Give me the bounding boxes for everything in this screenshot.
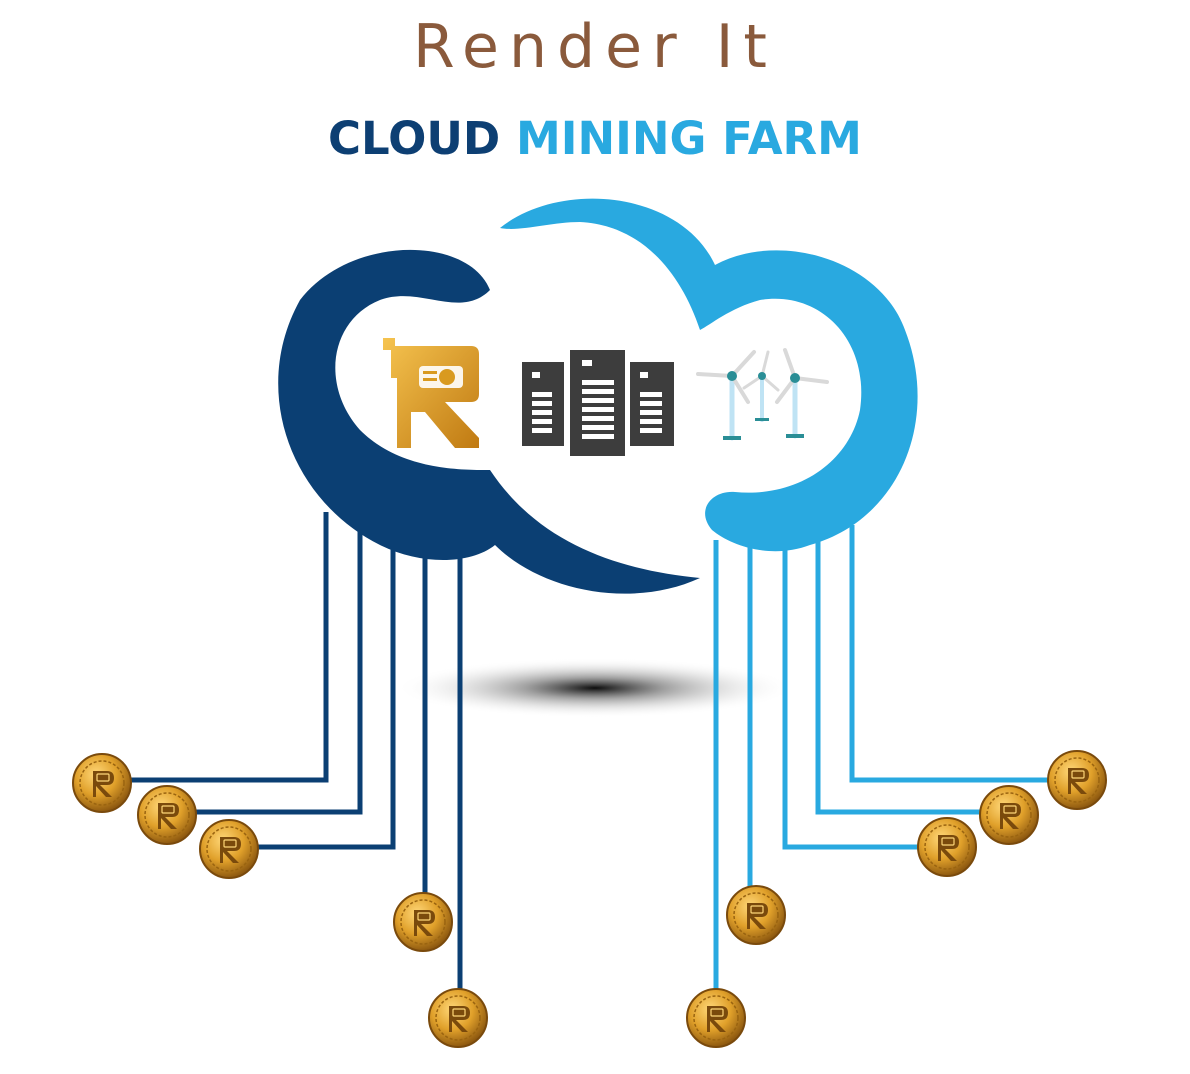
cloud-right-arc bbox=[500, 198, 918, 552]
right-circuit-lines bbox=[713, 525, 1050, 995]
coin-left-5 bbox=[428, 988, 488, 1048]
headline-part-cloud: CLOUD bbox=[328, 112, 501, 165]
left-circuit-lines bbox=[130, 512, 463, 995]
coin-left-2 bbox=[137, 785, 197, 845]
headline: CLOUD MINING FARM bbox=[0, 112, 1190, 165]
cloud-shadow bbox=[395, 658, 795, 718]
cloud-left-arc bbox=[278, 249, 700, 594]
coin-left-1 bbox=[72, 753, 132, 813]
coin-right-4 bbox=[726, 885, 786, 945]
coin-right-2 bbox=[979, 785, 1039, 845]
server-rack-icon bbox=[522, 350, 674, 456]
coin-left-3 bbox=[199, 819, 259, 879]
coin-right-5 bbox=[686, 988, 746, 1048]
headline-part-mining-farm: MINING FARM bbox=[515, 112, 862, 165]
coin-left-4 bbox=[393, 892, 453, 952]
wind-turbine-icon bbox=[696, 348, 829, 441]
brand-title: Render It bbox=[413, 12, 777, 82]
gpu-card-logo-icon bbox=[383, 338, 479, 448]
coin-right-3 bbox=[917, 817, 977, 877]
coin-right-1 bbox=[1047, 750, 1107, 810]
